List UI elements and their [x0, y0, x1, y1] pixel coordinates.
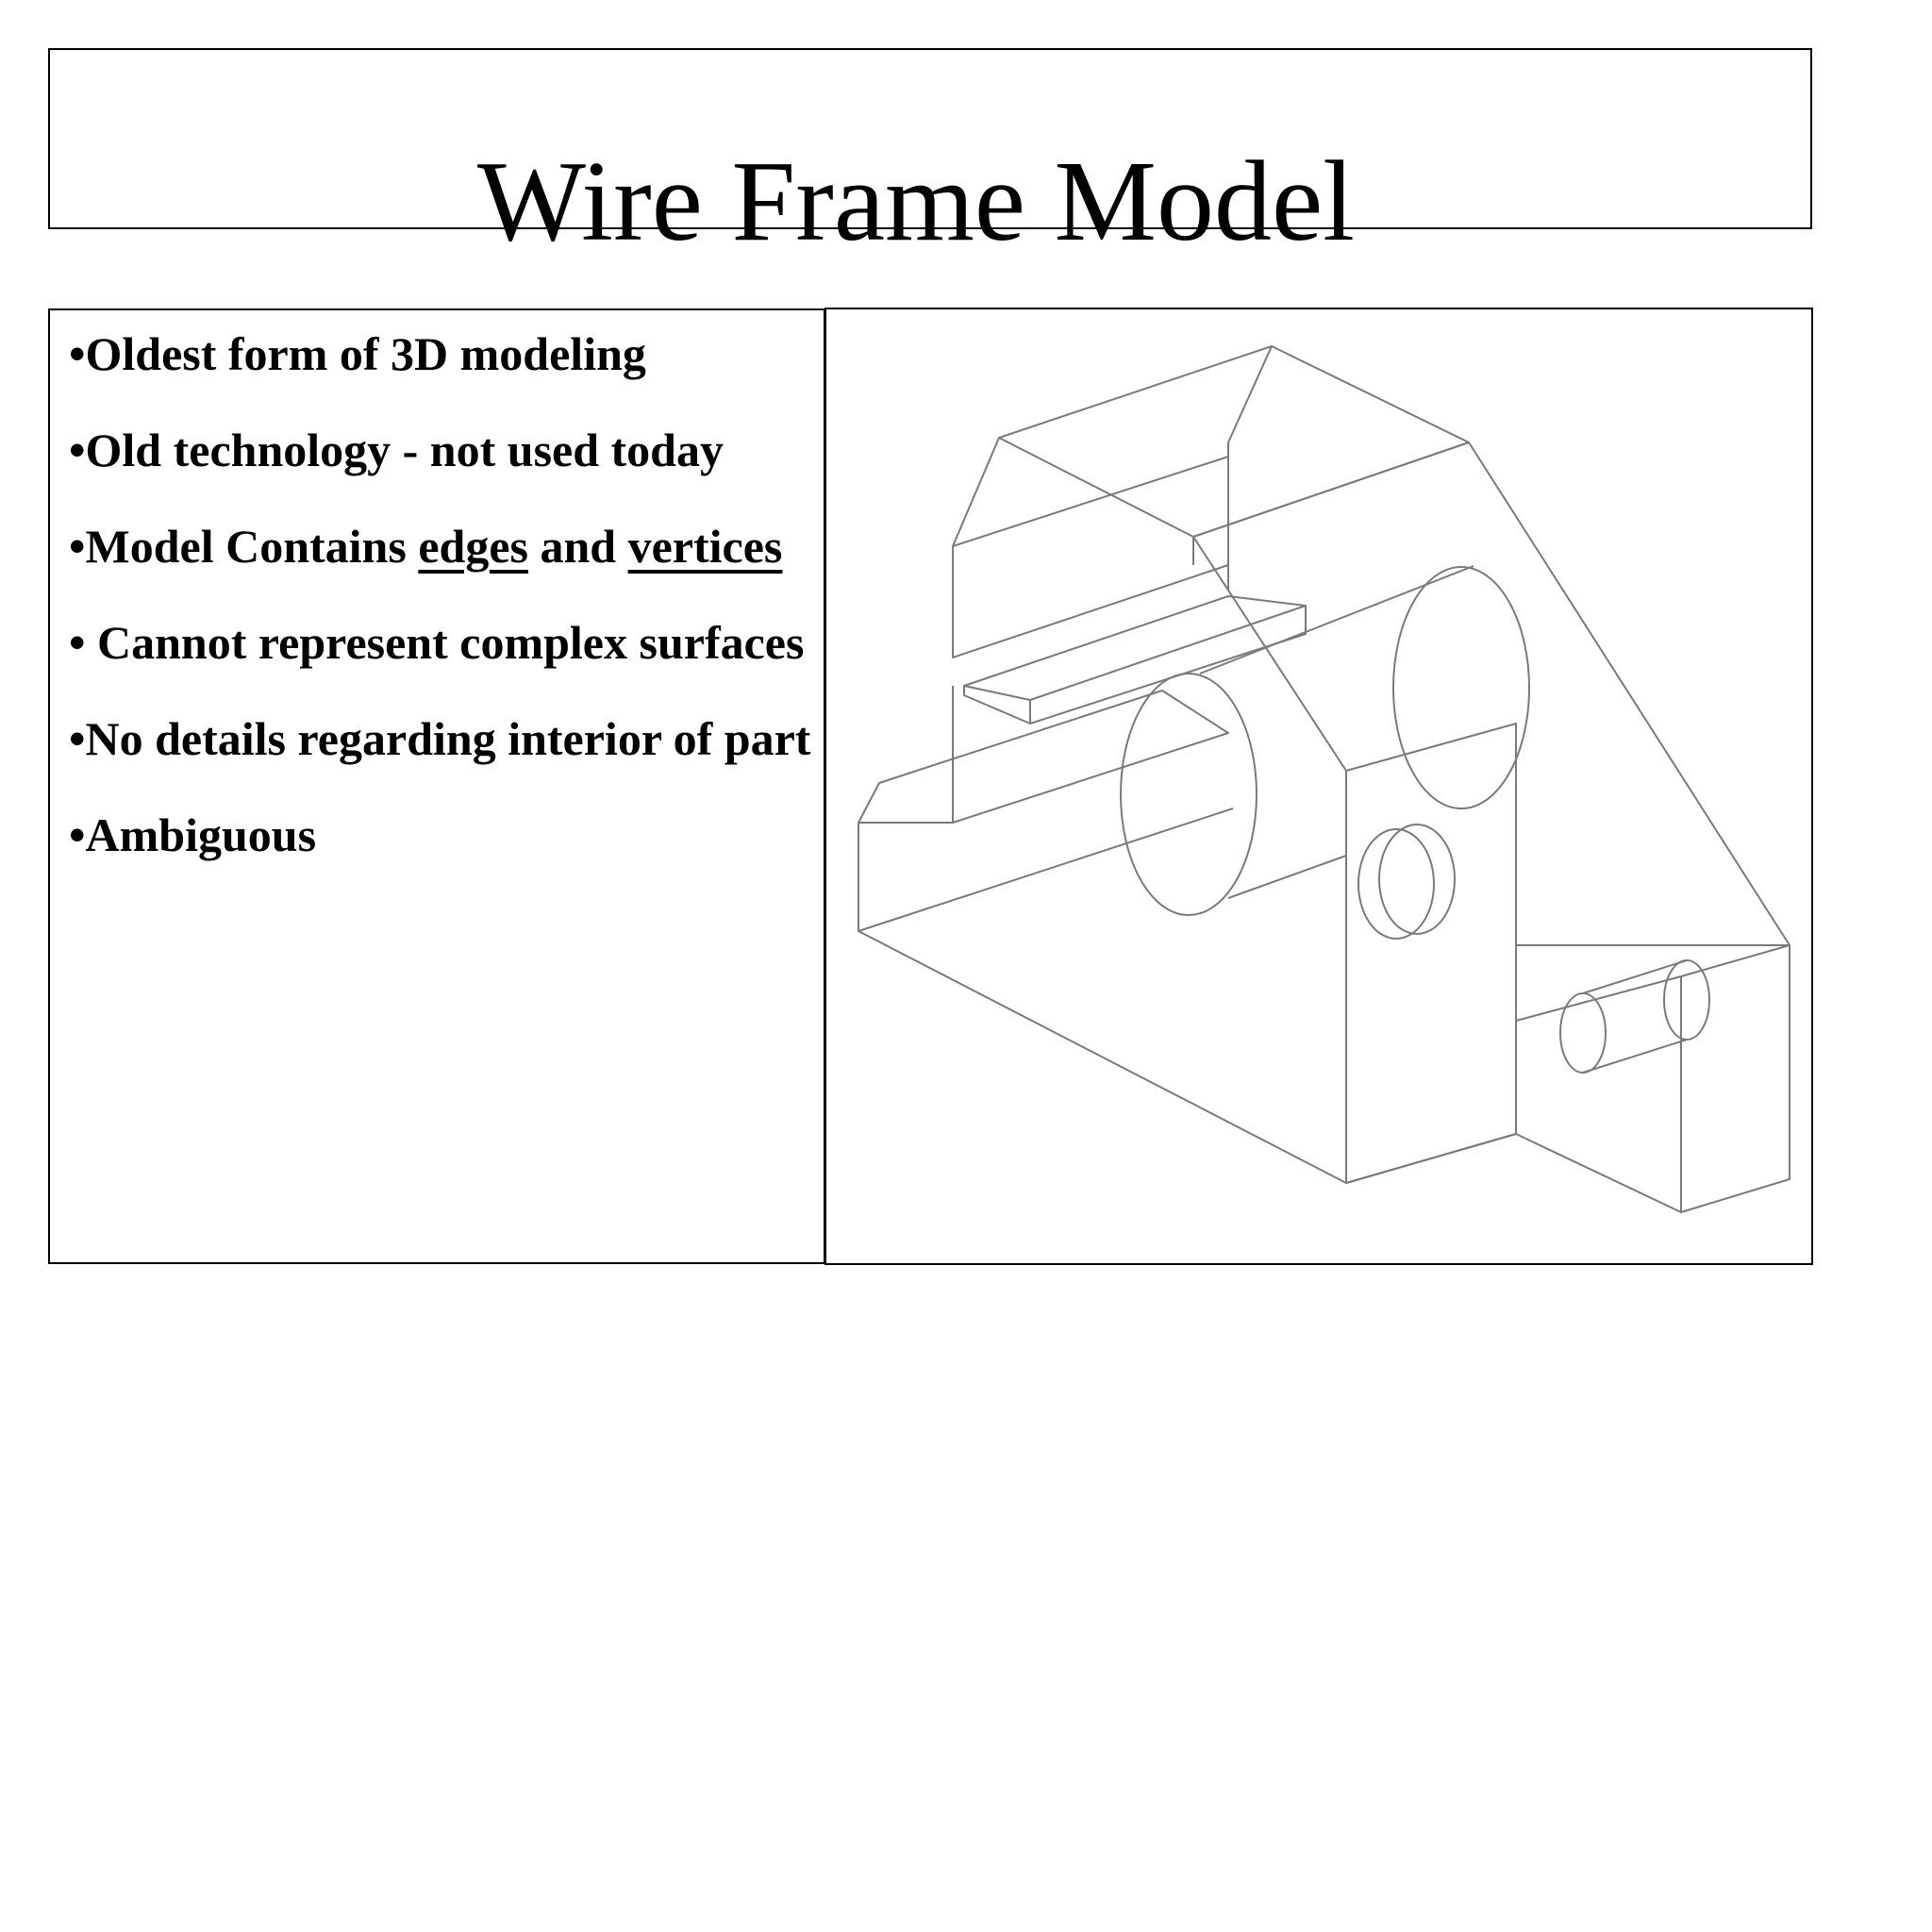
- upper-block-edge: [1227, 345, 1273, 443]
- slant-edge: [1468, 441, 1790, 946]
- small-hole-outer: [1357, 828, 1435, 940]
- round-boss-back: [1392, 566, 1530, 809]
- edges-term: edges: [418, 520, 528, 573]
- rib-edge: [963, 685, 1031, 701]
- pin-edge: [1582, 959, 1688, 994]
- vertices-term: vertices: [627, 520, 783, 573]
- wireframe-figure-box: [824, 308, 1813, 1265]
- right-base-edge: [1515, 975, 1682, 1022]
- upper-block-edge: [952, 456, 1229, 547]
- bullet-item: •Model Contains edges and vertices: [69, 520, 783, 573]
- bullet-list-box: •Oldest form of 3D modeling •Old technol…: [48, 308, 825, 1264]
- bullet-list: •Oldest form of 3D modeling •Old technol…: [69, 322, 814, 899]
- right-base-edge: [1680, 944, 1790, 977]
- title-box: Wire Frame Model: [48, 48, 1812, 259]
- round-boss-front: [1120, 673, 1257, 916]
- boss-edge: [1199, 565, 1474, 675]
- pin-edge: [1582, 1039, 1688, 1074]
- left-block-top: [858, 690, 1229, 824]
- base-front: [858, 823, 1517, 1184]
- rib: [963, 595, 1307, 724]
- center-block-front: [1345, 723, 1517, 1184]
- slide-title: Wire Frame Model: [476, 138, 1356, 265]
- bullet-item: •No details regarding interior of part: [69, 712, 811, 765]
- bullet-item: •Ambiguous: [69, 808, 317, 861]
- right-base: [1515, 944, 1790, 1213]
- bullet-item: •Old technology - not used today: [69, 424, 724, 476]
- bullet-item: • Cannot represent complex surfaces: [69, 616, 805, 669]
- pin-front: [1559, 992, 1607, 1074]
- pin-back: [1663, 959, 1710, 1041]
- wireframe-part-drawing: [858, 345, 1790, 1213]
- base-top-edge: [858, 808, 1234, 932]
- bullet-item: •Oldest form of 3D modeling: [69, 327, 646, 380]
- slant-edge: [1192, 536, 1347, 772]
- upper-block-edge: [1192, 441, 1470, 538]
- boss-edge: [1227, 855, 1347, 899]
- small-hole-inner: [1378, 824, 1456, 935]
- rib-edge: [1029, 605, 1307, 701]
